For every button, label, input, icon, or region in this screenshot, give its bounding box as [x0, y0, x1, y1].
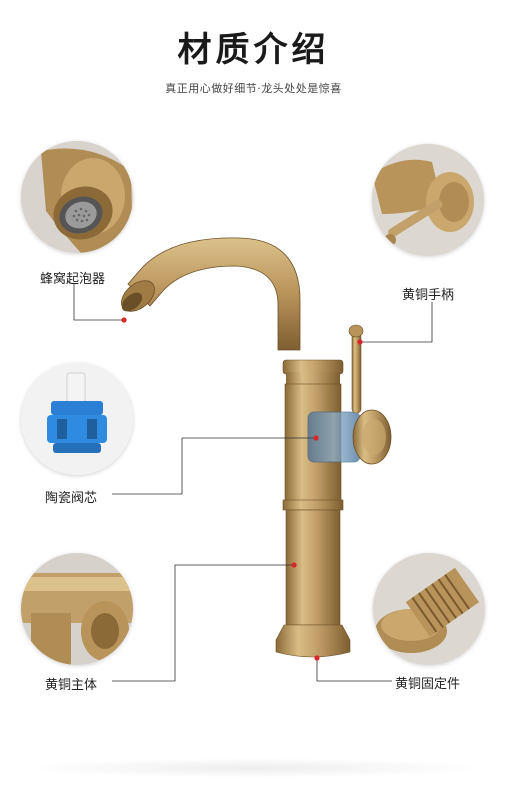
floor-shadow	[20, 758, 487, 778]
ceramic-cartridge-image	[21, 363, 133, 475]
label-aerator: 蜂窝起泡器	[40, 272, 106, 287]
aerator-closeup-image	[21, 141, 133, 253]
marker-aerator	[121, 317, 127, 323]
base-shape	[275, 624, 351, 658]
label-body: 黄铜主体	[45, 678, 98, 693]
label-cartridge: 陶瓷阀芯	[45, 491, 98, 506]
marker-cartridge	[313, 435, 319, 441]
body-lower-shape	[285, 509, 341, 626]
aerator-hole-shape	[121, 292, 143, 312]
handle-closeup-image	[372, 144, 484, 256]
marker-fixing	[314, 655, 320, 661]
marker-handle	[357, 339, 363, 345]
threaded-fixing-closeup-image	[373, 553, 485, 665]
page-title: 材质介绍	[177, 30, 330, 70]
page-subtitle: 真正用心做好细节·龙头处处是惊喜	[165, 82, 342, 95]
brass-body-closeup-image	[21, 553, 133, 665]
spout-shape	[127, 237, 301, 351]
label-handle: 黄铜手柄	[402, 288, 455, 303]
handle-lever-shape	[351, 332, 362, 414]
label-fixing: 黄铜固定件	[395, 677, 461, 692]
marker-body	[291, 562, 297, 568]
